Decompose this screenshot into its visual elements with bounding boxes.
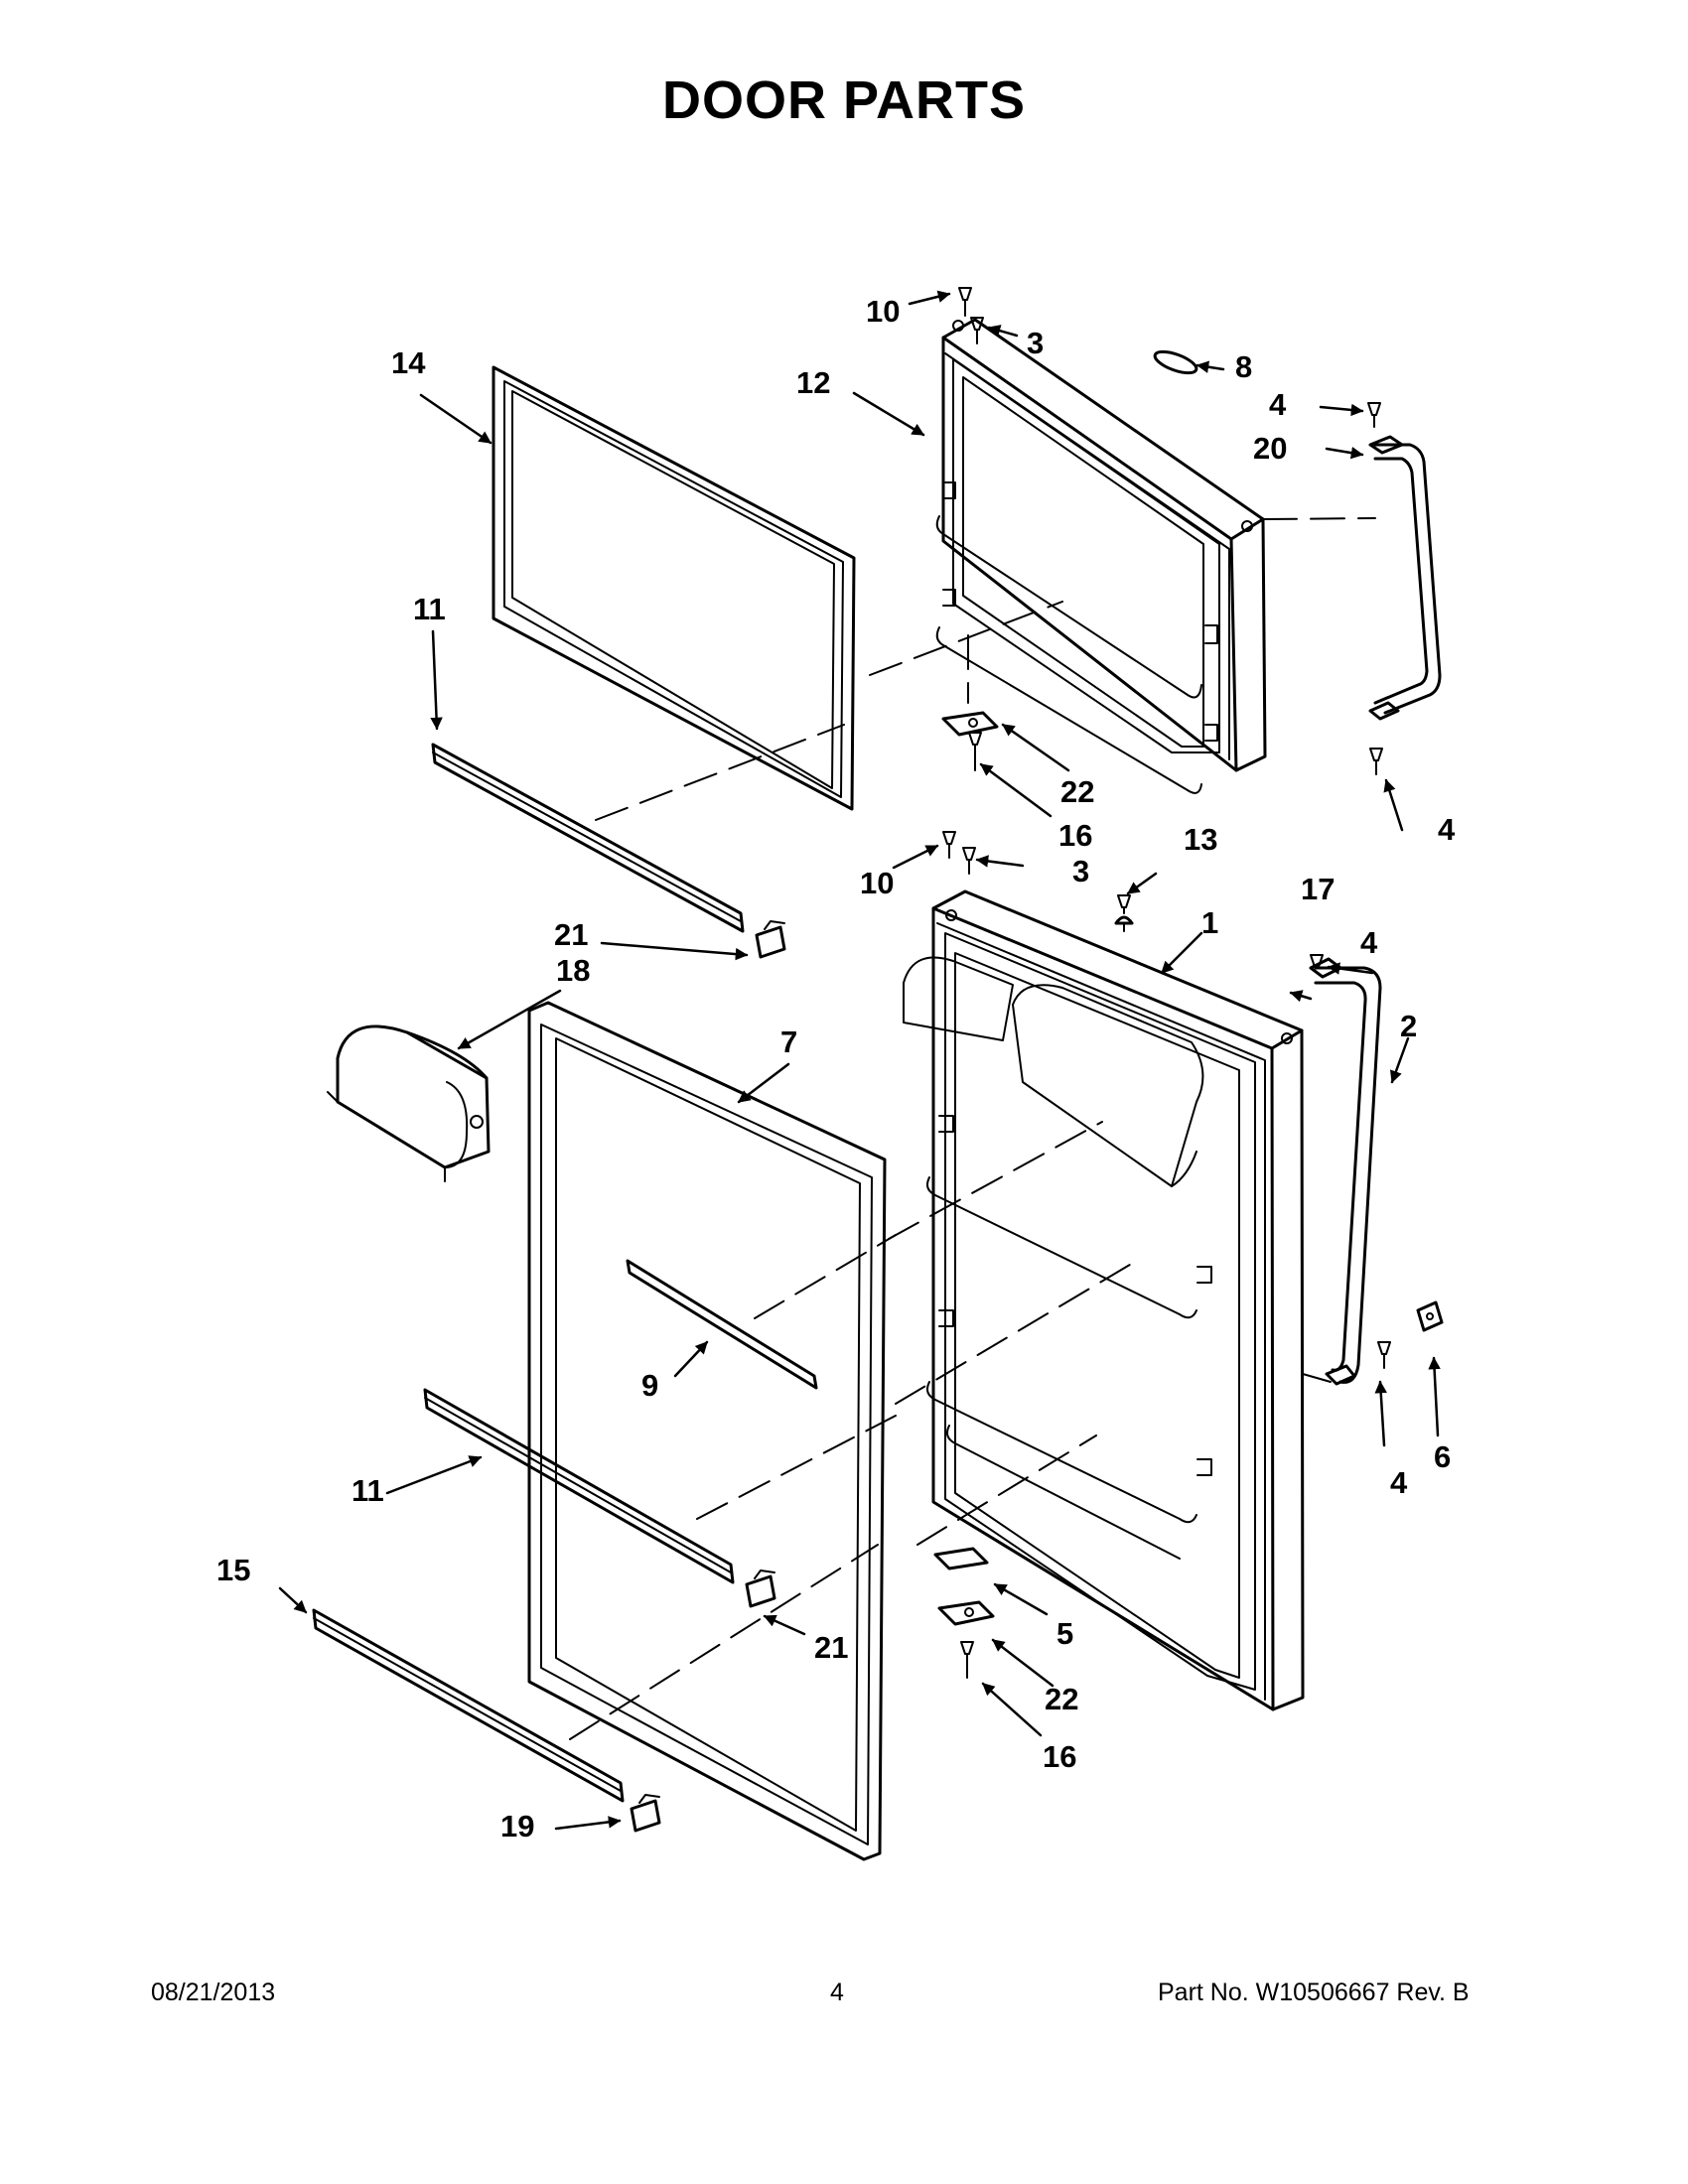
door-stop-plug <box>1114 915 1134 932</box>
hinge-shim <box>933 1547 989 1570</box>
screws <box>942 287 1391 1679</box>
callout-16-bottom: 16 <box>1043 1739 1076 1774</box>
callout-13: 13 <box>1184 822 1217 857</box>
freezer-door-handle <box>1368 435 1442 721</box>
freezer-door <box>935 318 1267 794</box>
end-cap-clip-upper <box>755 920 786 959</box>
footer-page-number: 4 <box>830 1979 844 2006</box>
callout-12: 12 <box>796 365 830 400</box>
freezer-door-rail <box>431 743 745 933</box>
dairy-bin-cover <box>327 1024 491 1182</box>
callout-16-top: 16 <box>1058 818 1092 853</box>
alignment-lines <box>569 517 1376 1740</box>
callout-15: 15 <box>216 1553 250 1587</box>
callout-5: 5 <box>1056 1616 1073 1651</box>
callout-9: 9 <box>641 1368 658 1403</box>
refrigerator-door-handle <box>1309 957 1382 1386</box>
freezer-hinge <box>941 711 999 737</box>
callout-2: 2 <box>1400 1009 1417 1043</box>
callout-11-top: 11 <box>413 592 446 626</box>
end-cap-clip-bottom <box>630 1794 661 1833</box>
callout-1: 1 <box>1201 905 1218 940</box>
refrigerator-door-rail <box>423 1388 735 1584</box>
callout-22-bottom: 22 <box>1045 1682 1078 1716</box>
callout-4-bottom: 4 <box>1390 1465 1408 1500</box>
end-cap-clip-lower <box>745 1570 776 1608</box>
callout-7: 7 <box>780 1024 797 1059</box>
footer-date: 08/21/2013 <box>151 1979 276 2006</box>
shelf-trim-rail <box>626 1259 818 1390</box>
callout-19: 19 <box>500 1809 534 1843</box>
footer-part-number: Part No. W10506667 Rev. B <box>1158 1979 1470 2006</box>
callout-3-top: 3 <box>1027 326 1044 360</box>
callout-14: 14 <box>391 345 426 380</box>
page-title: DOOR PARTS <box>661 70 1026 130</box>
leader-arrows <box>278 290 1441 1831</box>
gasket-ring <box>1153 349 1198 375</box>
callout-4-mid: 4 <box>1360 925 1378 960</box>
callout-11-bottom: 11 <box>352 1473 384 1508</box>
refrigerator-door-gasket <box>527 1001 887 1861</box>
handle-nut-plate <box>1416 1300 1444 1332</box>
callout-3-mid: 3 <box>1072 854 1089 888</box>
callout-4-right: 4 <box>1438 812 1456 847</box>
callout-10-mid: 10 <box>860 866 894 900</box>
callout-8: 8 <box>1235 349 1252 384</box>
callout-6: 6 <box>1434 1439 1451 1474</box>
lower-hinge <box>937 1600 995 1626</box>
refrigerator-door <box>903 889 1305 1711</box>
callout-21-bottom: 21 <box>814 1630 848 1665</box>
callout-labels: 10 3 12 8 4 20 14 11 22 16 4 13 10 3 1 1… <box>216 294 1456 1843</box>
callout-22-top: 22 <box>1060 774 1094 809</box>
freezer-door-gasket <box>492 365 856 811</box>
callout-21-top: 21 <box>554 917 588 952</box>
callout-4-top: 4 <box>1269 387 1287 422</box>
callout-20: 20 <box>1253 431 1287 466</box>
callout-18: 18 <box>556 953 590 988</box>
callout-10-top: 10 <box>866 294 900 329</box>
lower-door-rail <box>312 1608 625 1803</box>
callout-17: 17 <box>1301 872 1335 906</box>
